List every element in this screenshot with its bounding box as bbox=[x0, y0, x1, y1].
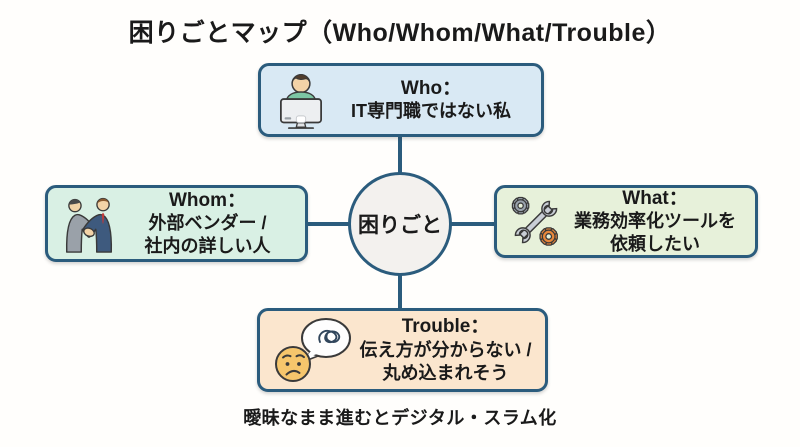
handshake-icon bbox=[58, 194, 120, 254]
wrench-and-gears-icon bbox=[507, 193, 565, 251]
confused-face-icon bbox=[270, 313, 356, 387]
node-what-text: What： 業務効率化ツールを 依頼したい bbox=[565, 187, 745, 257]
node-what: What： 業務効率化ツールを 依頼したい bbox=[494, 185, 758, 258]
node-trouble-heading: Trouble： bbox=[401, 316, 490, 338]
footer-caption: 曖昧なまま進むとデジタル・スラム化 bbox=[243, 408, 557, 428]
center-node-label: 困りごと bbox=[358, 214, 442, 237]
node-whom-text: Whom： 外部ベンダー / 社内の詳しい人 bbox=[120, 189, 295, 259]
node-trouble-line: 丸め込まれそう bbox=[382, 362, 509, 383]
node-what-line: 依頼したい bbox=[610, 234, 700, 255]
connector-left bbox=[304, 222, 352, 226]
node-whom: Whom： 外部ベンダー / 社内の詳しい人 bbox=[45, 185, 308, 262]
node-what-heading: What： bbox=[622, 187, 688, 209]
connector-top bbox=[398, 136, 402, 175]
node-whom-line: 社内の詳しい人 bbox=[144, 236, 271, 257]
node-whom-heading: Whom： bbox=[168, 189, 247, 211]
node-who-heading: Who： bbox=[400, 77, 462, 99]
node-whom-line: 外部ベンダー / bbox=[148, 213, 267, 234]
node-who: Who： IT専門職ではない私 bbox=[258, 63, 544, 137]
node-trouble-line: 伝え方が分からない / bbox=[359, 339, 532, 360]
connector-right bbox=[448, 222, 496, 226]
node-what-line: 業務効率化ツールを bbox=[574, 211, 736, 232]
node-who-line: IT専門職ではない私 bbox=[351, 101, 511, 122]
node-trouble-text: Trouble： 伝え方が分からない / 丸め込まれそう bbox=[356, 315, 535, 385]
connector-bottom bbox=[398, 272, 402, 310]
center-node: 困りごと bbox=[348, 172, 452, 276]
person-at-computer-icon bbox=[271, 71, 331, 129]
node-who-text: Who： IT専門職ではない私 bbox=[331, 77, 531, 124]
node-trouble: Trouble： 伝え方が分からない / 丸め込まれそう bbox=[257, 308, 548, 392]
page-title: 困りごとマップ（Who/Whom/What/Trouble） bbox=[128, 19, 672, 47]
